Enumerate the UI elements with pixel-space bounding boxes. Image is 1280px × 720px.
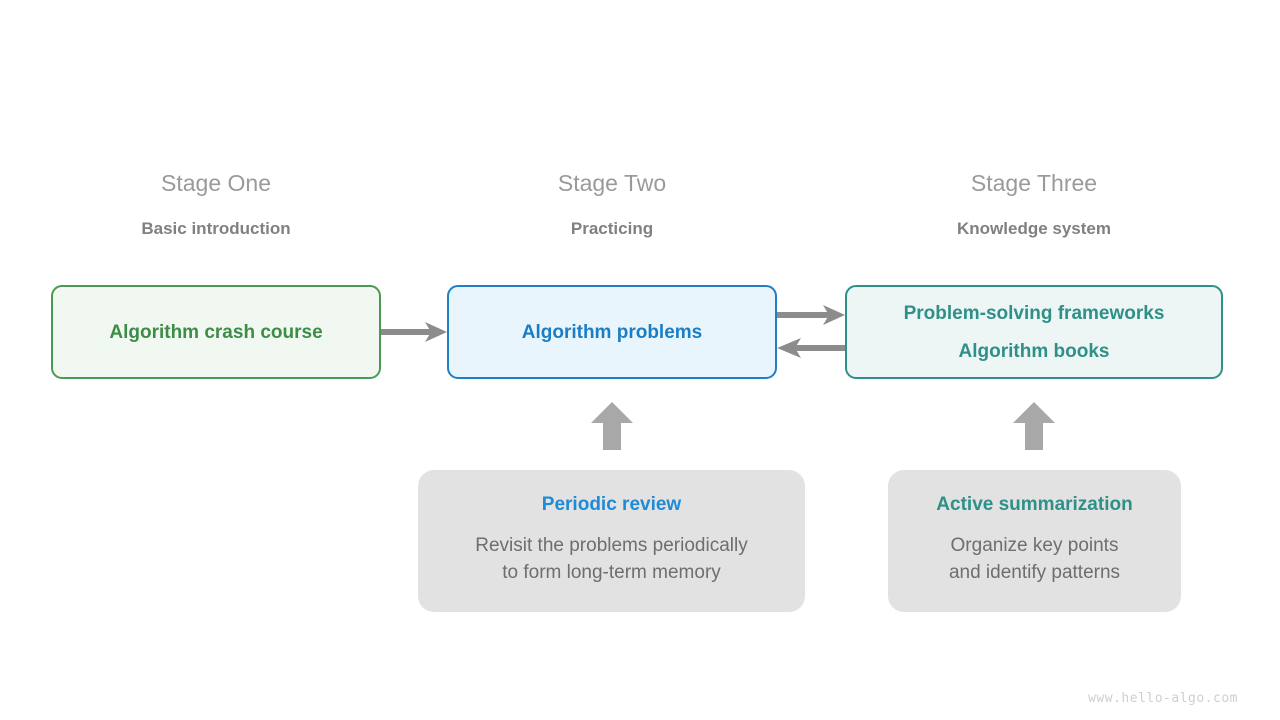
note-one-body: Revisit the problems periodically to for… <box>475 535 748 583</box>
stage-header-three: Stage Three Knowledge system <box>845 170 1223 238</box>
note-two-title: Active summarization <box>936 494 1133 516</box>
arrow-periodic-review-to-stage-two <box>591 402 633 450</box>
stage-box-three-line-2: Algorithm books <box>958 340 1110 362</box>
arrow-active-summarization-to-stage-three <box>1013 402 1055 450</box>
stage-two-title: Stage Two <box>557 170 667 196</box>
stage-box-one-line-1: Algorithm crash course <box>109 321 323 343</box>
watermark-url: www.hello-algo.com <box>1088 691 1238 706</box>
stage-one-title: Stage One <box>161 170 271 196</box>
stage-box-two-line-1: Algorithm problems <box>521 321 703 343</box>
stage-box-algorithm-problems[interactable]: Algorithm problems <box>447 285 777 379</box>
stage-box-algorithm-crash-course[interactable]: Algorithm crash course <box>51 285 381 379</box>
stage-header-two: Stage Two Practicing <box>447 170 777 238</box>
arrow-stage-two-to-stage-three <box>777 305 845 325</box>
stage-box-three-line-1: Problem-solving frameworks <box>903 302 1165 324</box>
stage-box-knowledge-system[interactable]: Problem-solving frameworks Algorithm boo… <box>845 285 1223 379</box>
stage-header-one: Stage One Basic introduction <box>51 170 381 238</box>
stage-three-subtitle: Knowledge system <box>957 219 1111 238</box>
arrow-stage-three-to-stage-two <box>777 338 845 358</box>
stage-three-title: Stage Three <box>970 170 1098 196</box>
note-one-title: Periodic review <box>541 494 682 516</box>
note-two-body: Organize key points and identify pattern… <box>948 535 1121 583</box>
stage-one-subtitle: Basic introduction <box>141 219 291 238</box>
note-box-periodic-review[interactable]: Periodic review Revisit the problems per… <box>418 470 805 612</box>
arrow-stage-one-to-stage-two <box>381 322 447 342</box>
note-box-active-summarization[interactable]: Active summarization Organize key points… <box>888 470 1181 612</box>
stage-two-subtitle: Practicing <box>570 219 654 238</box>
